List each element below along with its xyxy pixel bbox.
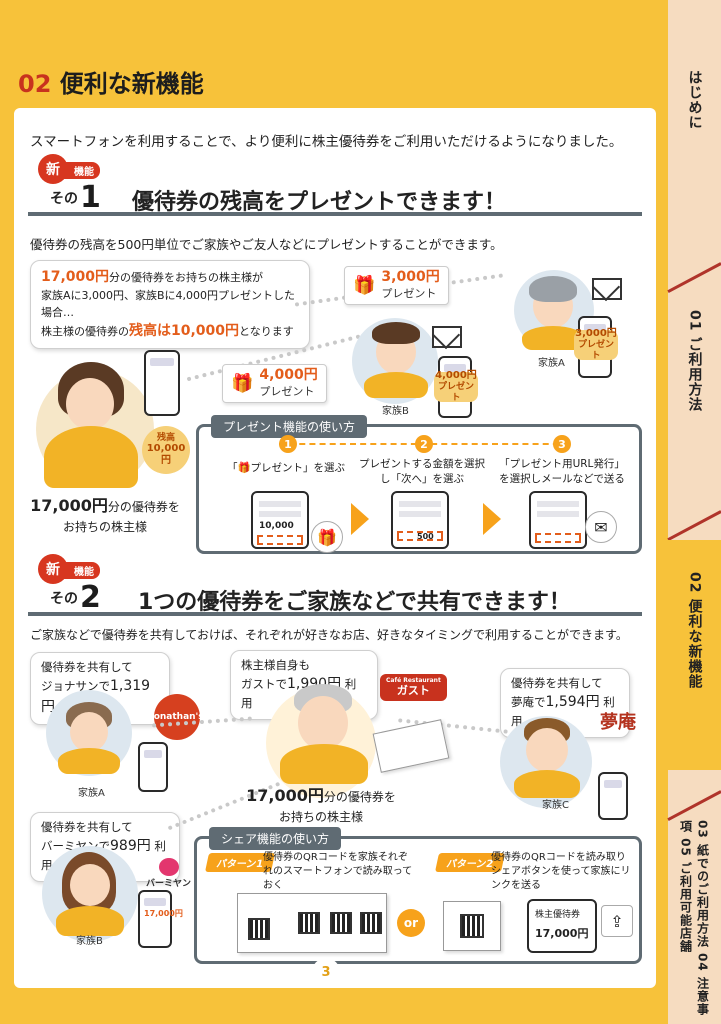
pattern2-ticket bbox=[443, 901, 501, 951]
feature2-header: 新 機能 その2 1つの優待券をご家族などで共有できます！ bbox=[28, 554, 642, 616]
family-b-tag: 4,000円プレゼント bbox=[434, 370, 478, 403]
f2-family-b-body bbox=[56, 906, 124, 936]
family-a-hair bbox=[529, 276, 577, 302]
holder-phone bbox=[144, 350, 180, 416]
step3-screen bbox=[529, 491, 587, 549]
f2-family-c-body bbox=[514, 770, 580, 798]
jonathan-logo: Jonathan's bbox=[150, 694, 204, 740]
mail-icon bbox=[432, 326, 462, 348]
feature2-subtitle: ご家族などで優待券を共有しておけば、それぞれが好きなお店、好きなタイミングで利用… bbox=[30, 628, 628, 642]
new-badge: 新 bbox=[38, 154, 68, 184]
section-side-tabs: はじめに 01 ご利用方法 02 便利な新機能 03 紙でのご利用方法 04 注… bbox=[667, 0, 721, 1024]
present-howto-label: プレゼント機能の使い方 bbox=[211, 415, 368, 438]
page-title: 02 便利な新機能 bbox=[18, 64, 204, 99]
arrow-right-icon bbox=[351, 503, 369, 535]
f2-family-a-phone bbox=[138, 742, 168, 792]
f2-family-c-label: 家族C bbox=[542, 800, 569, 811]
f2-family-b-phone bbox=[138, 890, 172, 948]
mail-icon: ✉ bbox=[585, 511, 617, 543]
share-howto-box: シェア機能の使い方 パターン1 優待券のQRコードを家族それぞれのスマートフォン… bbox=[194, 827, 642, 964]
family-a-tag: 3,000円プレゼント bbox=[574, 328, 618, 361]
feature1-title: 優待券の残高をプレゼントできます！ bbox=[132, 190, 507, 215]
side-tab-new-features[interactable]: 02 便利な新機能 bbox=[668, 540, 721, 770]
new-badge: 新 bbox=[38, 554, 68, 584]
family-a-label: 家族A bbox=[538, 358, 565, 369]
feature1-number: その1 bbox=[50, 180, 101, 215]
step2-number: 2 bbox=[415, 435, 433, 453]
gift-icon: 🎁 bbox=[311, 521, 343, 553]
pattern2-screen: 株主優待券 17,000円 bbox=[527, 899, 597, 953]
family-b-body bbox=[364, 372, 428, 398]
step1-screen: 10,000 bbox=[251, 491, 309, 549]
section-number: 02 bbox=[18, 70, 52, 98]
or-badge: or bbox=[397, 909, 425, 937]
f2-family-c-face bbox=[526, 728, 568, 772]
side-tab-other[interactable]: 03 紙でのご利用方法 04 注意事項 05 ご利用可能店舗 bbox=[678, 820, 710, 1016]
share-icon: ⇪ bbox=[601, 905, 633, 937]
tab-divider bbox=[667, 790, 721, 821]
kinou-label: 機能 bbox=[64, 562, 100, 579]
step3-number: 3 bbox=[553, 435, 571, 453]
f2-holder-face bbox=[298, 696, 348, 750]
step3-text: 「プレゼント用URL発行」を選択しメールなどで送る bbox=[499, 458, 625, 485]
feature2-rule bbox=[28, 612, 642, 616]
gift-a-box: 🎁 3,000円プレゼント bbox=[344, 266, 449, 306]
feature2-holder-caption: 17,000円分の優待券を お持ちの株主様 bbox=[246, 786, 396, 824]
step1-number: 1 bbox=[279, 435, 297, 453]
step2-text: プレゼントする金額を選択し「次へ」を選ぶ bbox=[359, 458, 485, 485]
step1-text: 「🎁プレゼント」を選ぶ bbox=[226, 462, 346, 474]
share-howto-label: シェア機能の使い方 bbox=[209, 827, 342, 850]
page-number: 3 bbox=[312, 958, 340, 986]
bamiyan-logo: バーミヤン bbox=[146, 858, 191, 889]
gift-b-box: 🎁 4,000円プレゼント bbox=[222, 364, 327, 404]
kinou-label: 機能 bbox=[64, 162, 100, 179]
present-howto-box: プレゼント機能の使い方 1 2 3 「🎁プレゼント」を選ぶ プレゼントする金額を… bbox=[196, 415, 642, 554]
f2-family-a-face bbox=[70, 712, 108, 752]
feature1-subtitle: 優待券の残高を500円単位でご家族やご友人などにプレゼントすることができます。 bbox=[30, 237, 503, 252]
arrow-right-icon bbox=[483, 503, 501, 535]
holder-body bbox=[44, 426, 138, 488]
gift-icon: 🎁 bbox=[353, 275, 376, 297]
f2-holder-body bbox=[280, 744, 368, 784]
mail-icon bbox=[592, 278, 622, 300]
feature1-explain-bubble: 17,000円分の優待券をお持ちの株主様が 家族Aに3,000円、家族Bに4,0… bbox=[30, 260, 310, 349]
family-b-label: 家族B bbox=[382, 406, 409, 417]
feature2-title: 1つの優待券をご家族などで共有できます！ bbox=[138, 590, 571, 615]
intro-text: スマートフォンを利用することで、より便利に株主優待券をご利用いただけるようになり… bbox=[30, 134, 623, 150]
f2-phone-value: 17,000円 bbox=[144, 909, 183, 918]
tab-divider bbox=[667, 510, 721, 541]
f2-family-a-label: 家族A bbox=[78, 788, 105, 799]
f2-family-c-phone bbox=[598, 772, 628, 820]
step2-screen: 500 bbox=[391, 491, 449, 549]
coupon-ticket bbox=[372, 719, 450, 773]
family-b-hair bbox=[372, 322, 420, 344]
feature1-header: 新 機能 その1 優待券の残高をプレゼントできます！ bbox=[28, 154, 642, 216]
yumean-logo: 夢庵 bbox=[600, 712, 636, 733]
pattern1-ticket bbox=[237, 893, 387, 953]
page: 02 便利な新機能 スマートフォンを利用することで、より便利に株主優待券をご利用… bbox=[0, 0, 668, 1024]
side-tab-usage[interactable]: 01 ご利用方法 bbox=[686, 310, 703, 413]
section-title-text: 便利な新機能 bbox=[59, 70, 204, 98]
feature2-number: その2 bbox=[50, 580, 101, 615]
pattern1-text: 優待券のQRコードを家族それぞれのスマートフォンで読み取っておく bbox=[263, 852, 413, 891]
feature1-rule bbox=[28, 212, 642, 216]
f2-family-b-label: 家族B bbox=[76, 936, 103, 947]
f2-family-a-body bbox=[58, 748, 120, 774]
holder-face bbox=[66, 378, 114, 430]
gusto-logo: Café Restaurant ガスト bbox=[380, 674, 447, 701]
family-a-body bbox=[522, 326, 584, 350]
side-tab-intro[interactable]: はじめに bbox=[686, 70, 703, 130]
content-card: スマートフォンを利用することで、より便利に株主優待券をご利用いただけるようになり… bbox=[14, 108, 656, 988]
gift-icon: 🎁 bbox=[231, 373, 254, 395]
pattern2-text: 優待券のQRコードを読み取りシェアボタンを使って家族にリンクを送る bbox=[491, 852, 631, 891]
peach-icon bbox=[158, 858, 179, 876]
f2-family-b-face bbox=[70, 864, 110, 906]
tab-divider bbox=[667, 262, 721, 293]
feature1-holder-caption: 17,000円分の優待券を お持ちの株主様 bbox=[30, 496, 180, 534]
